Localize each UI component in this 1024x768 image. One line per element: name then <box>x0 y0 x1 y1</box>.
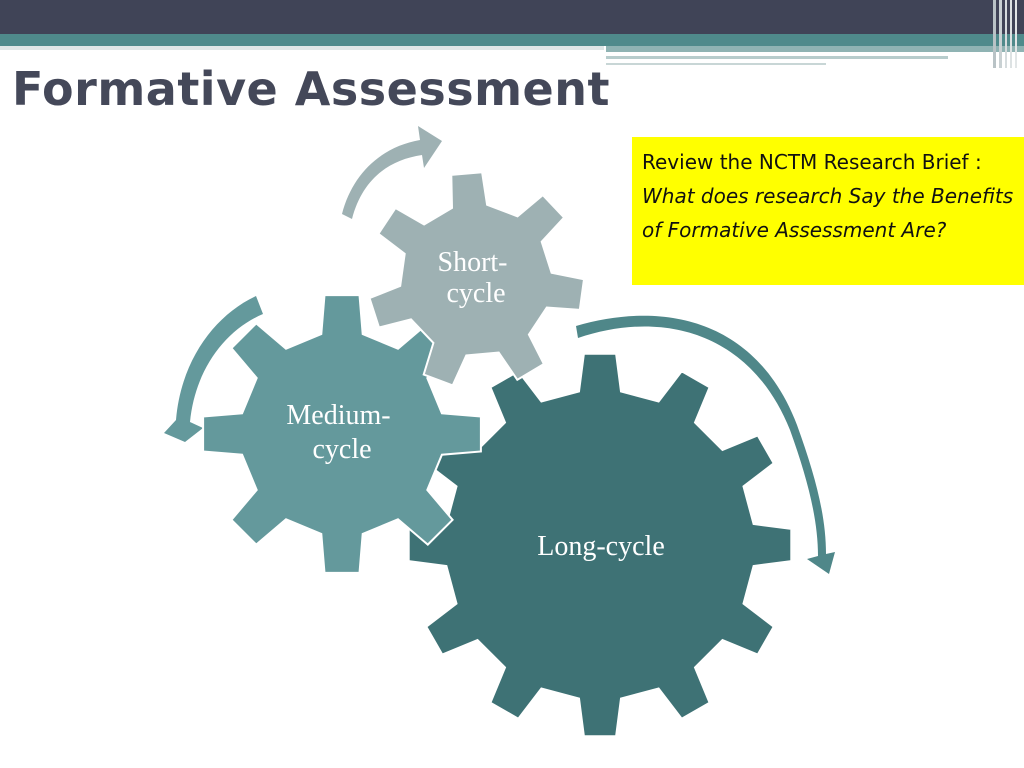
short-cycle-label: Short- cycle <box>438 247 515 309</box>
callout-plain-text: Review the NCTM Research Brief : <box>642 150 982 174</box>
medium-cycle-arrow <box>164 296 263 442</box>
top-banner-bar <box>0 0 1024 34</box>
short-cycle-arrow <box>342 126 442 219</box>
short-cycle-gear <box>368 171 586 387</box>
research-brief-callout: Review the NCTM Research Brief : What do… <box>632 137 1024 285</box>
long-cycle-gear <box>407 352 793 738</box>
medium-cycle-label: Medium- cycle <box>286 400 397 465</box>
long-cycle-arrow <box>576 315 835 574</box>
long-cycle-label: Long-cycle <box>537 531 665 562</box>
slide-title: Formative Assessment <box>12 62 610 116</box>
header-accent-lines <box>0 0 1024 68</box>
callout-italic-text: What does research Say the Benefits of F… <box>642 184 1014 242</box>
teal-accent-band <box>0 34 1024 46</box>
